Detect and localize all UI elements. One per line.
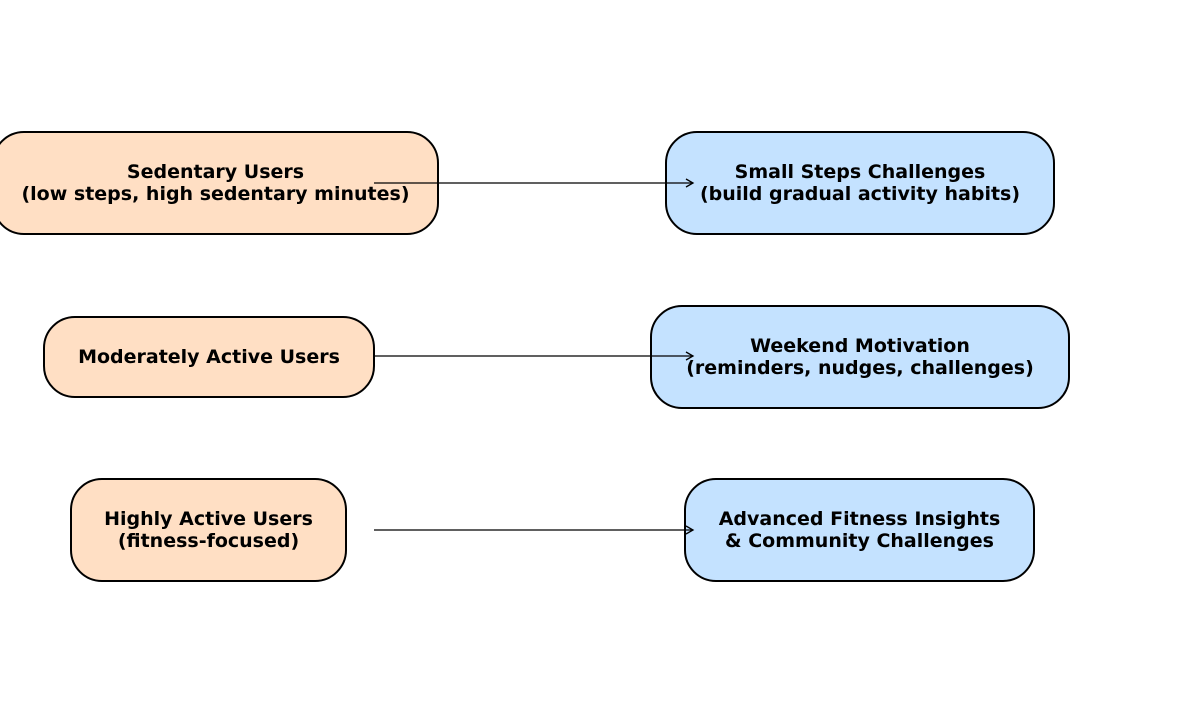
segment-node-title: Moderately Active Users	[78, 346, 340, 368]
segment-node-subtitle: (fitness-focused)	[117, 530, 300, 552]
strategy-node-title: Small Steps Challenges	[734, 161, 986, 183]
segment-node-sedentary: Sedentary Users (low steps, high sedenta…	[0, 131, 439, 235]
segment-node-moderately-active: Moderately Active Users	[43, 316, 375, 398]
strategy-node-weekend-motivation: Weekend Motivation (reminders, nudges, c…	[650, 305, 1070, 409]
segment-node-title: Highly Active Users	[104, 508, 313, 530]
segment-node-highly-active: Highly Active Users (fitness-focused)	[70, 478, 347, 582]
strategy-node-subtitle: & Community Challenges	[725, 530, 994, 552]
strategy-node-title: Weekend Motivation	[750, 335, 970, 357]
strategy-node-title: Advanced Fitness Insights	[718, 508, 1001, 530]
strategy-node-small-steps: Small Steps Challenges (build gradual ac…	[665, 131, 1055, 235]
strategy-node-subtitle: (reminders, nudges, challenges)	[686, 357, 1034, 379]
strategy-node-subtitle: (build gradual activity habits)	[699, 183, 1021, 205]
segment-node-subtitle: (low steps, high sedentary minutes)	[21, 183, 410, 205]
segment-node-title: Sedentary Users	[126, 161, 305, 183]
strategy-node-advanced-fitness: Advanced Fitness Insights & Community Ch…	[684, 478, 1035, 582]
